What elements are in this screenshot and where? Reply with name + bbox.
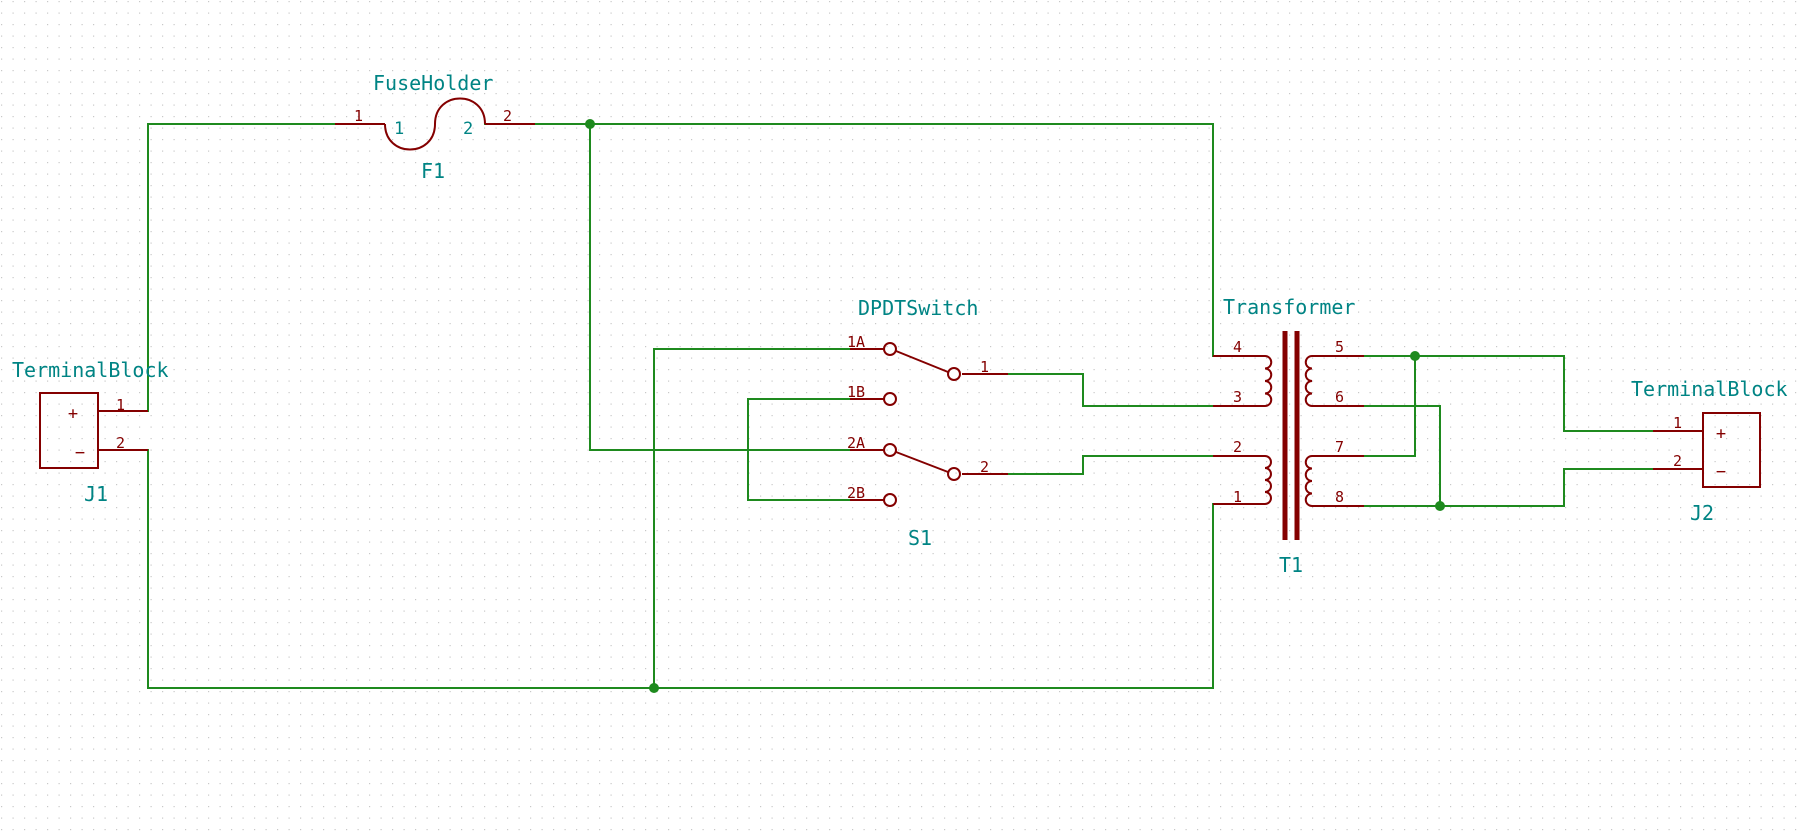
wire-s1pin1-to-t1pin3[interactable] <box>1007 373 1233 407</box>
dpdt-switch-s1-pin1a-number: 1A <box>847 333 865 351</box>
dpdt-switch-s1-pin1-number: 1 <box>980 358 989 376</box>
transformer-t1-pin1-number: 1 <box>1233 488 1242 506</box>
dpdt-switch-s1-common-2 <box>947 467 961 481</box>
dpdt-switch-s1-pin1b-number: 1B <box>847 383 865 401</box>
dpdt-switch-s1-pin2b-number: 2B <box>847 484 865 502</box>
dpdt-switch-s1-common-1 <box>947 367 961 381</box>
dpdt-switch-s1[interactable]: 1A 1B 2A 2B 1 2 DPDTSwitch S1 <box>847 296 1008 550</box>
fuse-holder-f1-value: FuseHolder <box>373 71 493 95</box>
fuse-holder-f1-pin2-number: 2 <box>503 107 512 125</box>
dpdt-switch-s1-contact-2a <box>883 443 897 457</box>
transformer-t1-pin4-number: 4 <box>1233 338 1242 356</box>
dpdt-switch-s1-pin2-number: 2 <box>980 458 989 476</box>
fuse-holder-f1-reference: F1 <box>421 159 445 183</box>
terminal-block-j1-body <box>39 392 99 469</box>
transformer-t1[interactable]: 4 3 2 1 5 6 7 8 Transformer T1 <box>1213 295 1364 577</box>
transformer-t1-secondary-upper-coil <box>1304 355 1313 407</box>
wire-fuse-junction-to-s1pin2a[interactable] <box>589 123 851 451</box>
transformer-t1-primary-upper-coil <box>1264 355 1273 407</box>
terminal-block-j2-value: TerminalBlock <box>1631 377 1788 401</box>
terminal-block-j2[interactable]: + − 1 2 TerminalBlock J2 <box>1631 377 1788 525</box>
fuse-holder-f1-pin1-name: 1 <box>394 119 404 139</box>
terminal-block-j2-plus-symbol: + <box>1716 424 1726 444</box>
transformer-t1-pin6-number: 6 <box>1335 388 1344 406</box>
dpdt-switch-s1-contact-1b <box>883 392 897 406</box>
fuse-holder-f1-body <box>384 97 486 151</box>
terminal-block-j2-pin1-number: 1 <box>1673 414 1682 432</box>
terminal-block-j2-pin2-number: 2 <box>1673 452 1682 470</box>
dpdt-switch-s1-value: DPDTSwitch <box>858 296 978 320</box>
transformer-t1-pin8-number: 8 <box>1335 488 1344 506</box>
wire-t1pin5-to-j2pin1[interactable] <box>1363 355 1681 432</box>
transformer-t1-value: Transformer <box>1223 295 1355 319</box>
terminal-block-j2-reference: J2 <box>1690 501 1714 525</box>
wire-t1pin8-to-j2pin2[interactable] <box>1363 468 1681 507</box>
wire-bottom-junction-to-s1pin1a[interactable] <box>653 348 851 689</box>
terminal-block-j2-minus-symbol: − <box>1716 462 1726 482</box>
fuse-holder-f1-pin1-number: 1 <box>354 107 363 125</box>
dpdt-switch-s1-contact-2b <box>883 493 897 507</box>
transformer-t1-pin5-number: 5 <box>1335 338 1344 356</box>
terminal-block-j1-pin2-number: 2 <box>116 434 125 452</box>
transformer-t1-pin3-number: 3 <box>1233 388 1242 406</box>
wire-t1pin5-to-t1pin7[interactable] <box>1363 355 1416 457</box>
junctions <box>585 119 1445 693</box>
junction-dot-t1pin8 <box>1435 501 1445 511</box>
fuse-holder-f1-pin2-name: 2 <box>463 119 473 139</box>
dpdt-switch-s1-blade-1 <box>895 350 949 373</box>
transformer-t1-pin2-number: 2 <box>1233 438 1242 456</box>
wire-s1pin1b-to-s1pin2b[interactable] <box>747 398 851 501</box>
terminal-block-j1-value: TerminalBlock <box>12 358 169 382</box>
terminal-block-j1-reference: J1 <box>84 482 108 506</box>
transformer-t1-primary-lower-coil <box>1264 455 1272 505</box>
terminal-block-j1-minus-symbol: − <box>75 443 85 463</box>
terminal-block-j1-pin1-number: 1 <box>116 396 125 414</box>
terminal-block-j2-body <box>1702 412 1761 488</box>
dpdt-switch-s1-blade-2 <box>895 451 949 473</box>
dpdt-switch-s1-pin2a-number: 2A <box>847 434 865 452</box>
junction-dot-t1pin5 <box>1410 351 1420 361</box>
junction-dot-bottom <box>649 683 659 693</box>
wire-t1pin6-to-t1pin8[interactable] <box>1363 405 1441 507</box>
transformer-t1-secondary-lower-coil <box>1304 455 1313 507</box>
junction-dot-fuse-out <box>585 119 595 129</box>
transformer-t1-reference: T1 <box>1279 553 1303 577</box>
transformer-t1-pin7-number: 7 <box>1335 438 1344 456</box>
terminal-block-j1-plus-symbol: + <box>68 404 78 424</box>
dpdt-switch-s1-reference: S1 <box>908 526 932 550</box>
terminal-block-j1[interactable]: + − 1 2 TerminalBlock J1 <box>12 358 169 506</box>
dpdt-switch-s1-contact-1a <box>883 342 897 356</box>
wire-s1pin2-to-t1pin2[interactable] <box>1007 455 1233 475</box>
fuse-holder-f1[interactable]: 1 2 1 2 FuseHolder F1 <box>335 71 535 183</box>
